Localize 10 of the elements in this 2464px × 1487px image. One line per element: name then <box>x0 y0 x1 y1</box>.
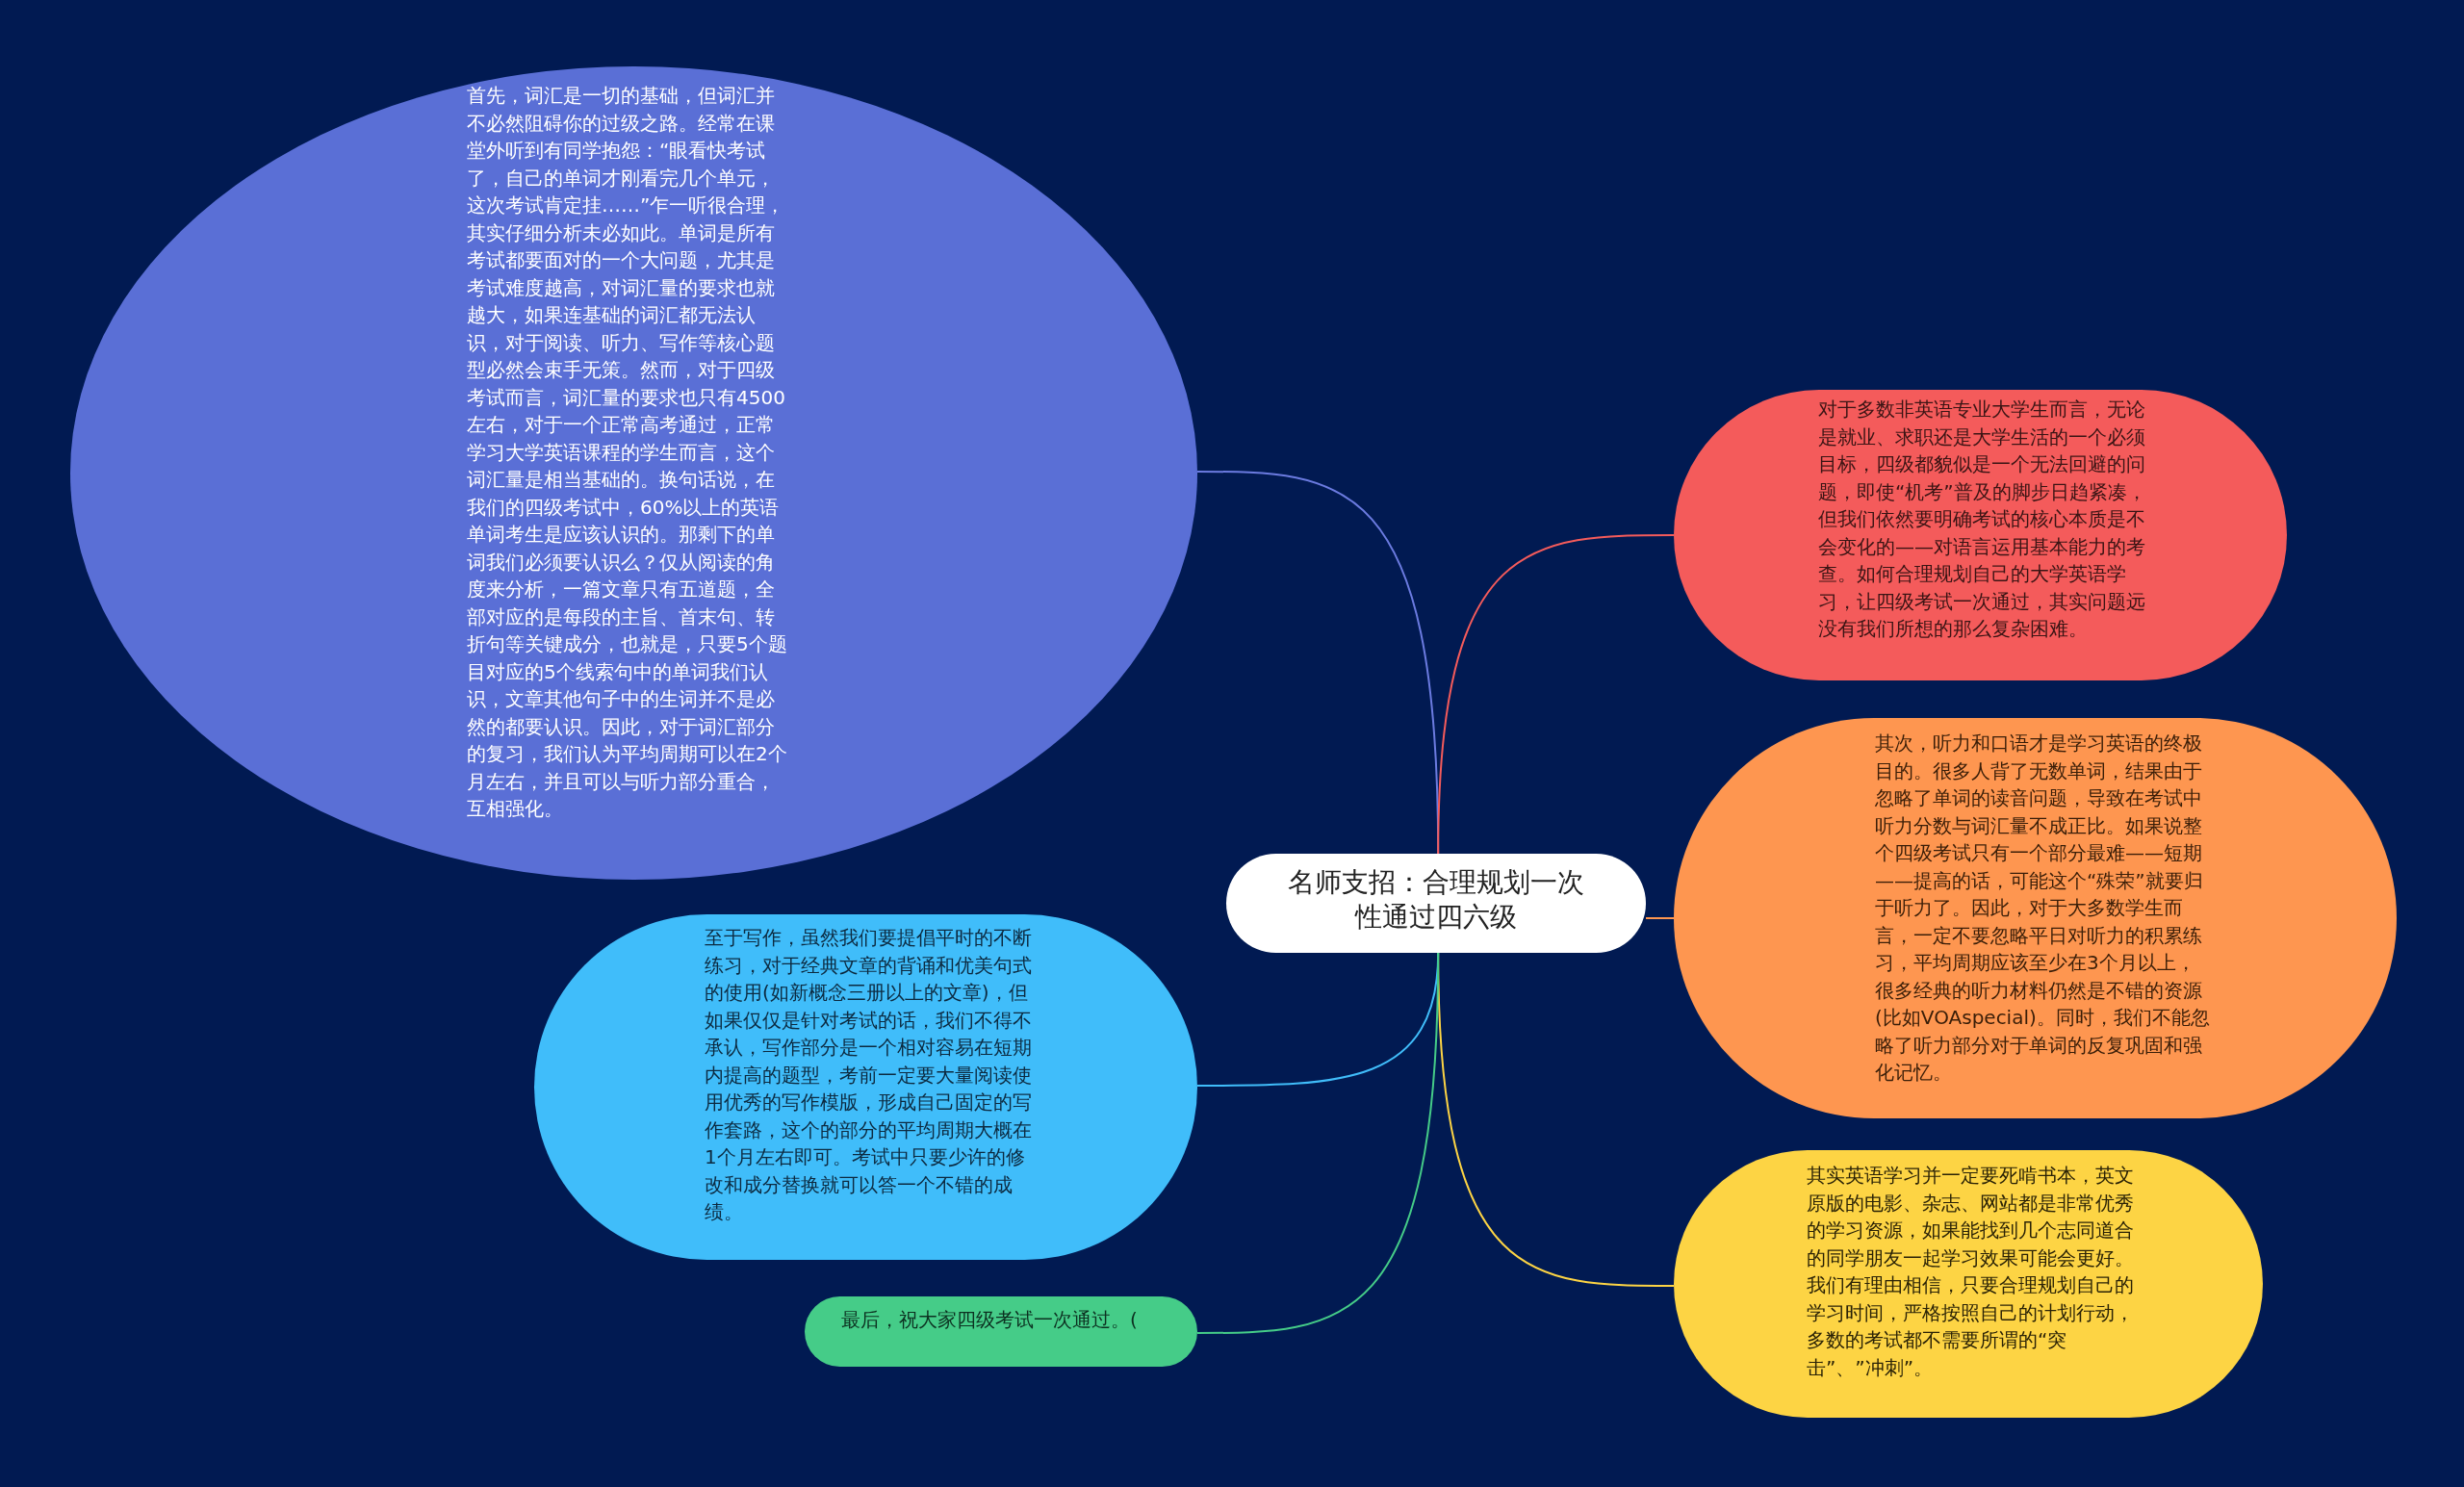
branch-text: 其次，听力和口语才是学习英语的终极目的。很多人背了无数单词，结果由于忽略了单词的读音问题，导致在考试中听力分数与词汇量不成正比。如果说整个四级考试只有一个部分最难——短期——提高的话，可能这个“殊荣”就要归于听力了。因此，对于大多数学生而言，一定不要忽略平日对听力的积累练习，平均周期应该至少在3个月以上，很多经典的听力材料仍然是不错的资源(比如VOAspecial)。同时，我们不能忽略了听力部分对于单词的反复巩固和强化记忆。 <box>1875 731 2211 1086</box>
connector-line <box>1196 952 1440 1334</box>
branch-text: 最后，祝大家四级考试一次通过。( <box>841 1307 1139 1333</box>
branch-text: 对于多数非英语专业大学生而言，无论是就业、求职还是大学生活的一个必须目标，四级都貌似是一个无法回避的问题，即使“机考”普及的脚步日趋紧凑，但我们依然要明确考试的核心本质是不会变化的——对语言运用基本能力的考查。如何合理规划自己的大学英语学习，让四级考试一次通过，其实问题远没有我们所想的那么复杂困难。 <box>1818 397 2147 642</box>
connector-line <box>1645 917 1675 919</box>
connector-line <box>1437 534 1675 855</box>
branch-text: 至于写作，虽然我们要提倡平时的不断练习，对于经典文章的背诵和优美句式的使用(如新概念三册以上的文章)，但如果仅仅是针对考试的话，我们不得不承认，写作部分是一个相对容易在短期内提高的题型，考前一定要大量阅读使用优秀的写作模版，形成自己固定的写作套路，这个的部分的平均周期大概在1个月左右即可。考试中只要少许的修改和成分替换就可以答一个不错的成绩。 <box>705 925 1033 1225</box>
branch-text: 其实英语学习并一定要死啃书本，英文原版的电影、杂志、网站都是非常优秀的学习资源，如果能找到几个志同道合的同学朋友一起学习效果可能会更好。我们有理由相信，只要合理规划自己的学习时间，严格按照自己的计划行动，多数的考试都不需要所谓的“突击”、”冲刺”。 <box>1807 1163 2134 1381</box>
topic-title: 名师支招：合理规划一次性通过四六级 <box>1287 865 1585 935</box>
branch-text: 首先，词汇是一切的基础，但词汇并不必然阻碍你的过级之路。经常在课堂外听到有同学抱怨：“眼看快考试了，自己的单词才刚看完几个单元，这次考试肯定挂……”乍一听很合理，其实仔细分析未必如此。单词是所有考试都要面对的一个大问题，尤其是考试难度越高，对词汇量的要求也就越大，如果连基础的词汇都无法认识，对于阅读、听力、写作等核心题型必然会束手无策。然而，对于四级考试而言，词汇量的要求也只有4500左右，对于一个正常高考通过，正常学习大学英语课程的学生而言，这个词汇量是相当基础的。换句话说，在我们的四级考试中，60%以上的英语单词考生是应该认识的。那剩下的单词我们必须要认识么？仅从阅读的角度来分析，一篇文章只有五道题，全部对应的是每段的主旨、首末句、转折句等关键成分，也就是，只要5个题目对应的5个线索句中的单词我们认识，文章其他句子中的生词并不是必然的都要认识。因此，对于词汇部分的复习，我们认为平均周期可以在2个月左右，并且可以与听力部分重合，互相强化。 <box>467 83 788 822</box>
